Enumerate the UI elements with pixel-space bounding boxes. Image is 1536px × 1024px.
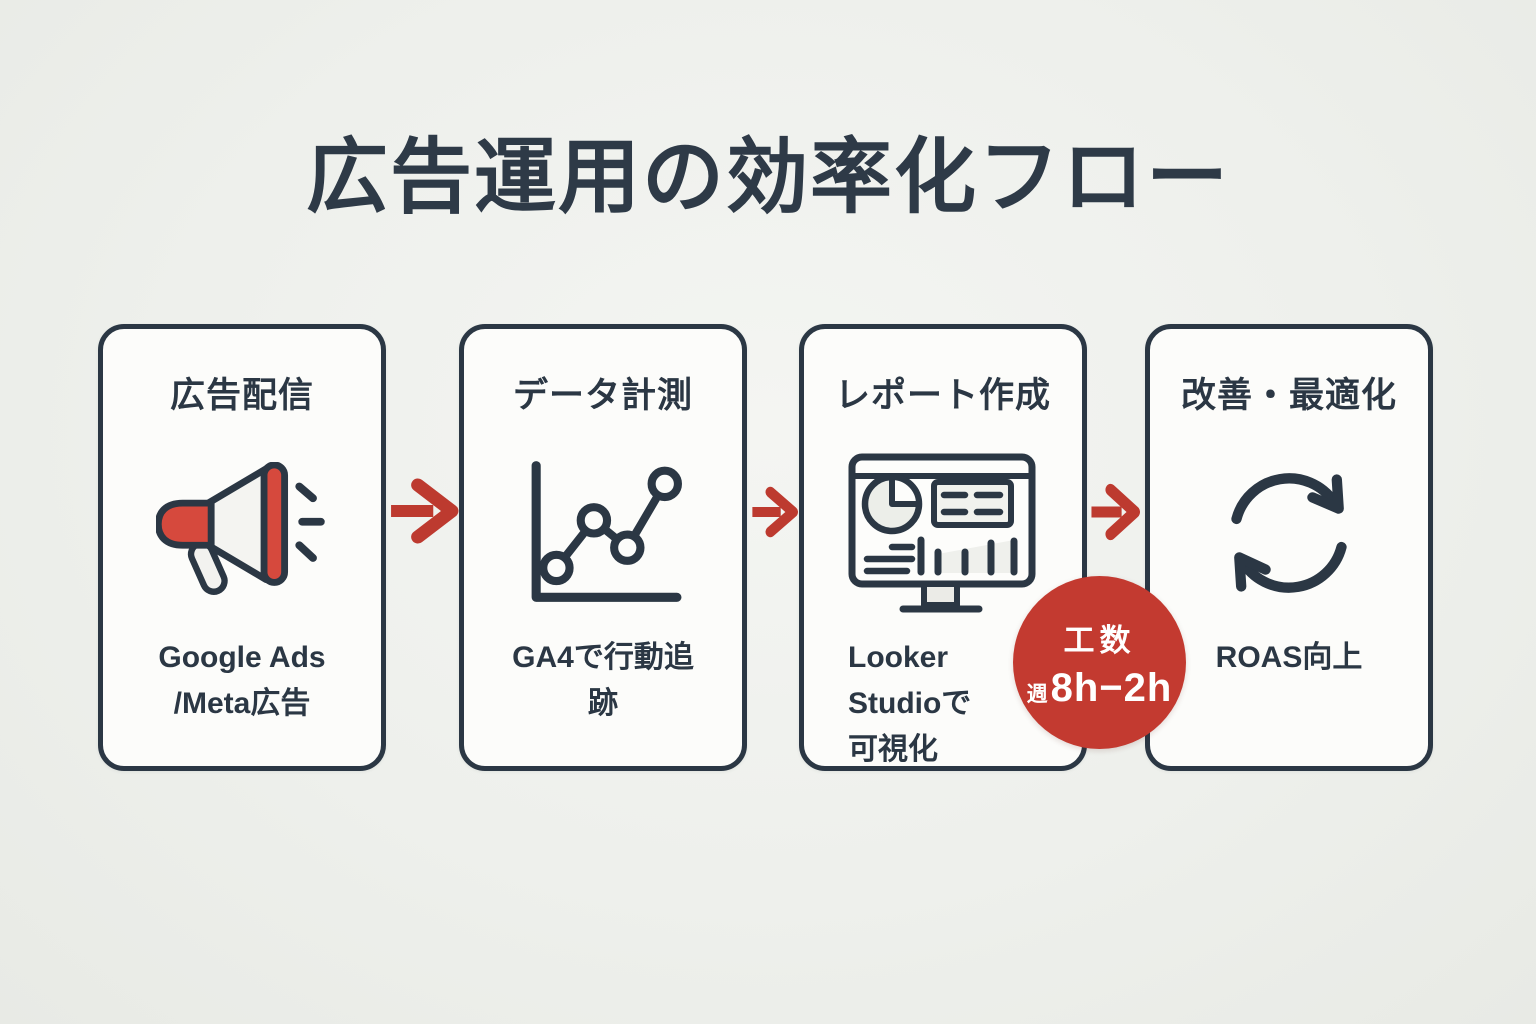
- desc-line: 可視化: [848, 733, 938, 766]
- desc-line: 跡: [588, 687, 618, 720]
- megaphone-icon: [103, 447, 381, 619]
- step-description: Looker Studioで 可視化: [804, 635, 1082, 773]
- page-title: 広告運用の効率化フロー: [305, 132, 1230, 223]
- dashboard-monitor-icon: [804, 447, 1082, 619]
- step-title: データ計測: [512, 376, 693, 415]
- desc-line: Google Ads: [158, 641, 326, 674]
- line-chart-icon: [464, 447, 742, 619]
- flow-arrow-icon: [751, 486, 798, 538]
- desc-line: GA4で行動追: [512, 641, 694, 674]
- step-title: 改善・最適化: [1180, 376, 1397, 415]
- step-card-data-measurement: データ計測 GA4で行動追 跡: [459, 324, 747, 771]
- badge-label: 工数: [1063, 622, 1136, 658]
- step-description: Google Ads /Meta広告: [103, 635, 381, 727]
- cycle-arrows-icon: [1150, 447, 1428, 619]
- badge-value-text: 8h−2h: [1050, 665, 1173, 710]
- desc-line: Looker: [848, 641, 949, 674]
- step-title: 広告配信: [169, 376, 314, 415]
- step-title: レポート作成: [834, 376, 1051, 415]
- desc-line: /Meta広告: [173, 687, 311, 720]
- step-description: GA4で行動追 跡: [464, 635, 742, 727]
- desc-line: ROAS向上: [1215, 641, 1363, 674]
- badge-unit-prefix: 週: [1026, 682, 1048, 706]
- flow-arrow-icon: [1090, 483, 1140, 541]
- step-card-ad-delivery: 広告配信 Google Ads /Meta広告: [98, 324, 386, 771]
- step-description: ROAS向上: [1150, 635, 1428, 681]
- flow-arrow-icon: [389, 477, 459, 545]
- step-card-optimization: 改善・最適化 ROAS向上: [1145, 324, 1433, 771]
- desc-line: Studioで: [848, 687, 972, 720]
